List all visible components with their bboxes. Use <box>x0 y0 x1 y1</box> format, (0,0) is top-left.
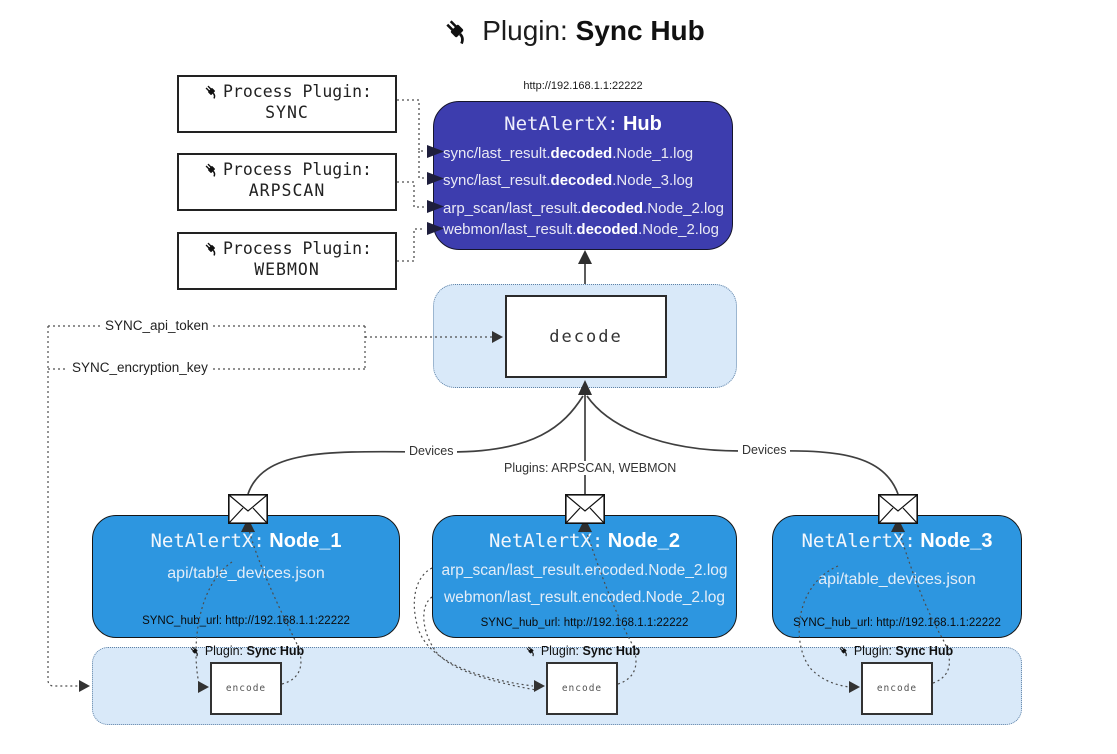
process-plugin-name: SYNC <box>265 103 309 122</box>
nodes-to-decode-curves <box>247 394 899 495</box>
node-title: NetAlertX: Node_3 <box>801 530 993 552</box>
node-1-box: NetAlertX: Node_1 api/table_devices.json… <box>92 515 400 638</box>
plug-icon <box>202 239 221 258</box>
sync-api-token-label: SYNC_api_token <box>101 318 213 333</box>
process-plugin-sync-box: Process Plugin: SYNC <box>177 75 397 133</box>
node-hub-url: SYNC_hub_url: http://192.168.1.1:22222 <box>793 617 1001 629</box>
decode-box: decode <box>505 295 667 378</box>
encoder-plugin-label: Plugin: Sync Hub <box>512 644 652 658</box>
node-file: api/table_devices.json <box>167 565 325 582</box>
envelope-icon <box>228 494 269 524</box>
title-label: Plugin: <box>482 15 568 46</box>
hub-title: NetAlertX: Hub <box>434 113 732 136</box>
plug-icon <box>202 82 221 101</box>
plug-icon <box>440 14 474 48</box>
node-title: NetAlertX: Node_2 <box>488 530 681 552</box>
devices-right-label: Devices <box>738 443 791 457</box>
page-title: Plugin: Sync Hub <box>14 14 1117 48</box>
node-file: api/table_devices.json <box>818 571 976 588</box>
node-file: arp_scan/last_result.encoded.Node_2.log <box>441 562 728 579</box>
encode-box: encode <box>546 662 618 715</box>
process-plugin-label: Process Plugin: <box>222 82 372 101</box>
process-plugin-name: WEBMON <box>254 260 320 279</box>
hub-url-label: http://192.168.1.1:22222 <box>523 80 643 92</box>
node-3-box: NetAlertX: Node_3 api/table_devices.json… <box>772 515 1022 638</box>
encoder-plugin-label: Plugin: Sync Hub <box>825 644 965 658</box>
node-file: webmon/last_result.encoded.Node_2.log <box>444 589 725 606</box>
process-plugin-arpscan-box: Process Plugin: ARPSCAN <box>177 153 397 211</box>
plugins-center-label: Plugins: ARPSCAN, WEBMON <box>500 461 681 475</box>
encode-box: encode <box>861 662 933 715</box>
process-plugin-label: Process Plugin: <box>222 239 372 258</box>
node-hub-url: SYNC_hub_url: http://192.168.1.1:22222 <box>142 615 350 627</box>
process-plugin-webmon-box: Process Plugin: WEBMON <box>177 232 397 290</box>
title-name: Sync Hub <box>575 15 705 46</box>
devices-left-label: Devices <box>405 444 458 458</box>
plug-icon <box>837 644 851 658</box>
hub-title-name: Hub <box>622 113 662 135</box>
plugin-to-hub-dotted <box>397 99 424 262</box>
page-title-text: Plugin: Sync Hub <box>482 15 705 47</box>
encoder-plugin-label: Plugin: Sync Hub <box>176 644 316 658</box>
envelope-icon <box>878 494 919 524</box>
plug-icon <box>202 160 221 179</box>
encode-box: encode <box>210 662 282 715</box>
process-plugin-name: ARPSCAN <box>248 181 326 200</box>
hub-log-row: sync/last_result.decoded.Node_1.log <box>443 145 694 162</box>
envelope-icon <box>565 494 606 524</box>
hub-log-row: webmon/last_result.decoded.Node_2.log <box>443 221 719 238</box>
node-2-box: NetAlertX: Node_2 arp_scan/last_result.e… <box>432 515 737 638</box>
sync-encryption-key-label: SYNC_encryption_key <box>68 360 212 375</box>
hub-box: NetAlertX: Hub sync/last_result.decoded.… <box>433 101 733 250</box>
process-plugin-label: Process Plugin: <box>222 160 372 179</box>
hub-log-row: sync/last_result.decoded.Node_3.log <box>443 172 694 189</box>
node-hub-url: SYNC_hub_url: http://192.168.1.1:22222 <box>480 617 689 629</box>
plug-icon <box>524 644 538 658</box>
plug-icon <box>188 644 202 658</box>
hub-log-row: arp_scan/last_result.decoded.Node_2.log <box>443 200 724 217</box>
node-title: NetAlertX: Node_1 <box>150 530 342 552</box>
hub-title-prefix: NetAlertX: <box>504 113 619 135</box>
